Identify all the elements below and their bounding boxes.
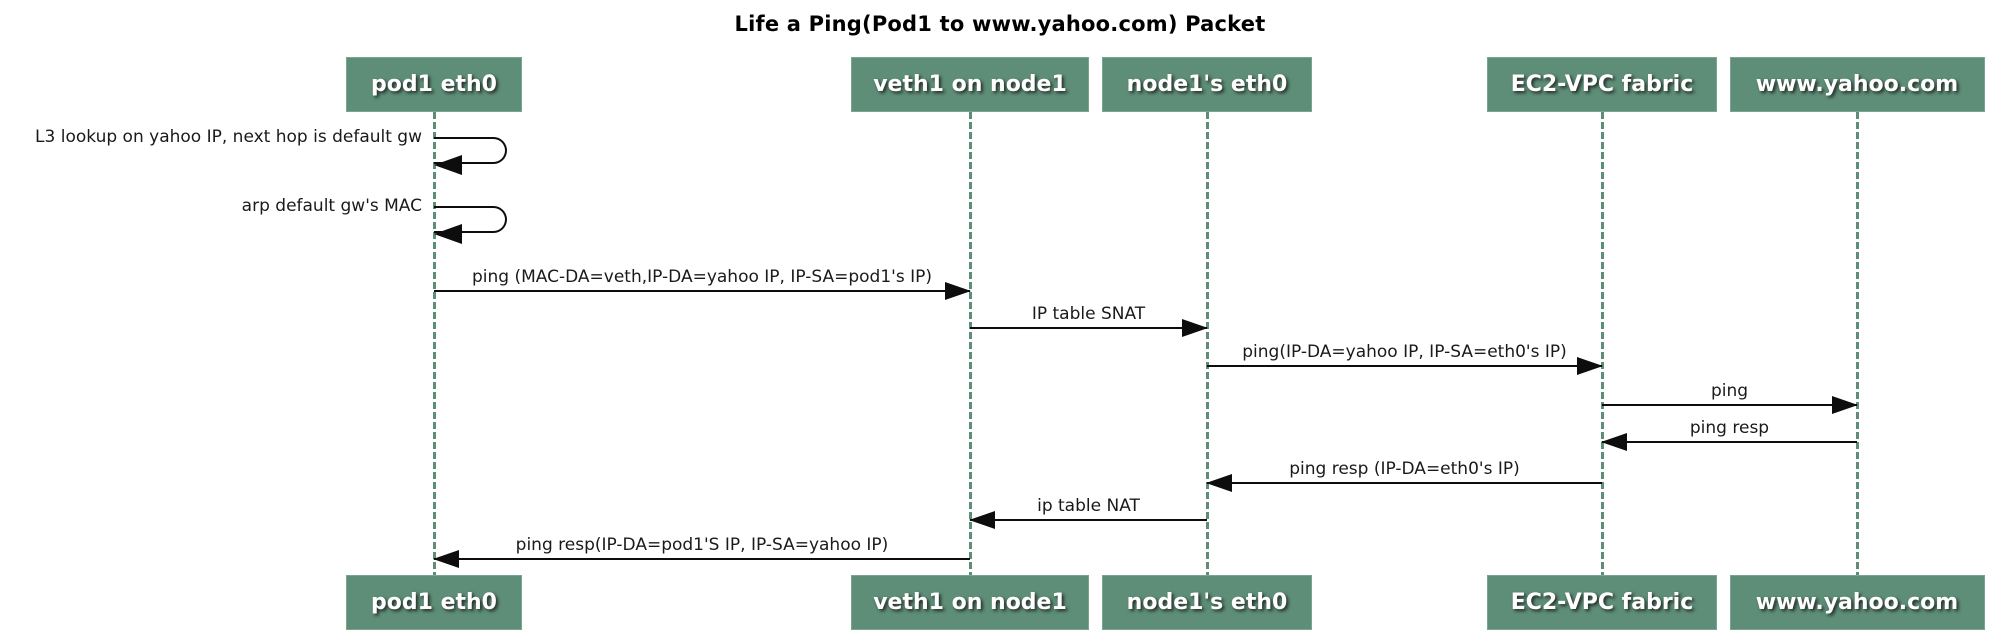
arrow-head-left-icon [433,550,459,568]
actor-box-bottom-ec2-vpc-fabric: EC2-VPC fabric [1487,575,1717,630]
message-line [970,327,1207,329]
message-label: IP table SNAT [1031,304,1146,324]
lifeline-node1s-eth0 [1206,112,1209,575]
message-2: ping (MAC-DA=veth,IP-DA=yahoo IP, IP-SA=… [434,262,971,300]
message-label: ping [1710,381,1749,401]
actor-box-bottom-pod1-eth0: pod1 eth0 [346,575,522,630]
message-8: ip table NAT [969,491,1207,529]
arrow-head-left-icon [969,511,995,529]
arrow-head-left-icon [434,155,462,175]
message-4: ping(IP-DA=yahoo IP, IP-SA=eth0's IP) [1207,337,1603,375]
actor-box-bottom-node1s-eth0: node1's eth0 [1102,575,1312,630]
arrow-head-left-icon [1601,433,1627,451]
self-message-label: L3 lookup on yahoo IP, next hop is defau… [35,127,422,147]
arrow-head-right-icon [1182,319,1208,337]
message-6: ping resp [1601,413,1857,451]
arrow-head-right-icon [1832,396,1858,414]
message-line [434,290,970,292]
diagram-title: Life a Ping(Pod1 to www.yahoo.com) Packe… [734,12,1266,36]
message-line [1602,404,1857,406]
message-label: ping resp(IP-DA=pod1'S IP, IP-SA=yahoo I… [515,535,889,555]
actor-box-top-pod1-eth0: pod1 eth0 [346,57,522,112]
lifeline-ec2-vpc-fabric [1601,112,1604,575]
actor-box-top-www-yahoo-com: www.yahoo.com [1729,57,1985,112]
self-message-label: arp default gw's MAC [241,196,422,216]
lifeline-veth1-on-node1 [969,112,972,575]
actor-box-bottom-www-yahoo-com: www.yahoo.com [1729,575,1985,630]
message-label: ping (MAC-DA=veth,IP-DA=yahoo IP, IP-SA=… [471,267,932,287]
arrow-head-right-icon [945,282,971,300]
message-label: ping resp [1689,418,1770,438]
message-line [1207,365,1602,367]
actor-box-bottom-veth1-on-node1: veth1 on node1 [851,575,1089,630]
actor-box-top-veth1-on-node1: veth1 on node1 [851,57,1089,112]
message-line [1207,482,1602,484]
self-message-loop [434,137,507,175]
self-message-loop [434,206,507,244]
message-3: IP table SNAT [970,299,1208,337]
arrow-head-left-icon [1206,474,1232,492]
lifeline-pod1-eth0 [433,112,436,575]
message-9: ping resp(IP-DA=pod1'S IP, IP-SA=yahoo I… [433,530,970,568]
message-line [434,558,970,560]
message-label: ping(IP-DA=yahoo IP, IP-SA=eth0's IP) [1242,342,1567,362]
actor-box-top-ec2-vpc-fabric: EC2-VPC fabric [1487,57,1717,112]
arrow-head-right-icon [1577,357,1603,375]
actor-box-top-node1s-eth0: node1's eth0 [1102,57,1312,112]
message-5: ping [1602,376,1858,414]
message-line [1602,441,1857,443]
message-7: ping resp (IP-DA=eth0's IP) [1206,454,1602,492]
message-label: ip table NAT [1037,496,1140,516]
message-line [970,519,1207,521]
message-label: ping resp (IP-DA=eth0's IP) [1289,459,1520,479]
lifeline-www-yahoo-com [1856,112,1859,575]
arrow-head-left-icon [434,224,462,244]
